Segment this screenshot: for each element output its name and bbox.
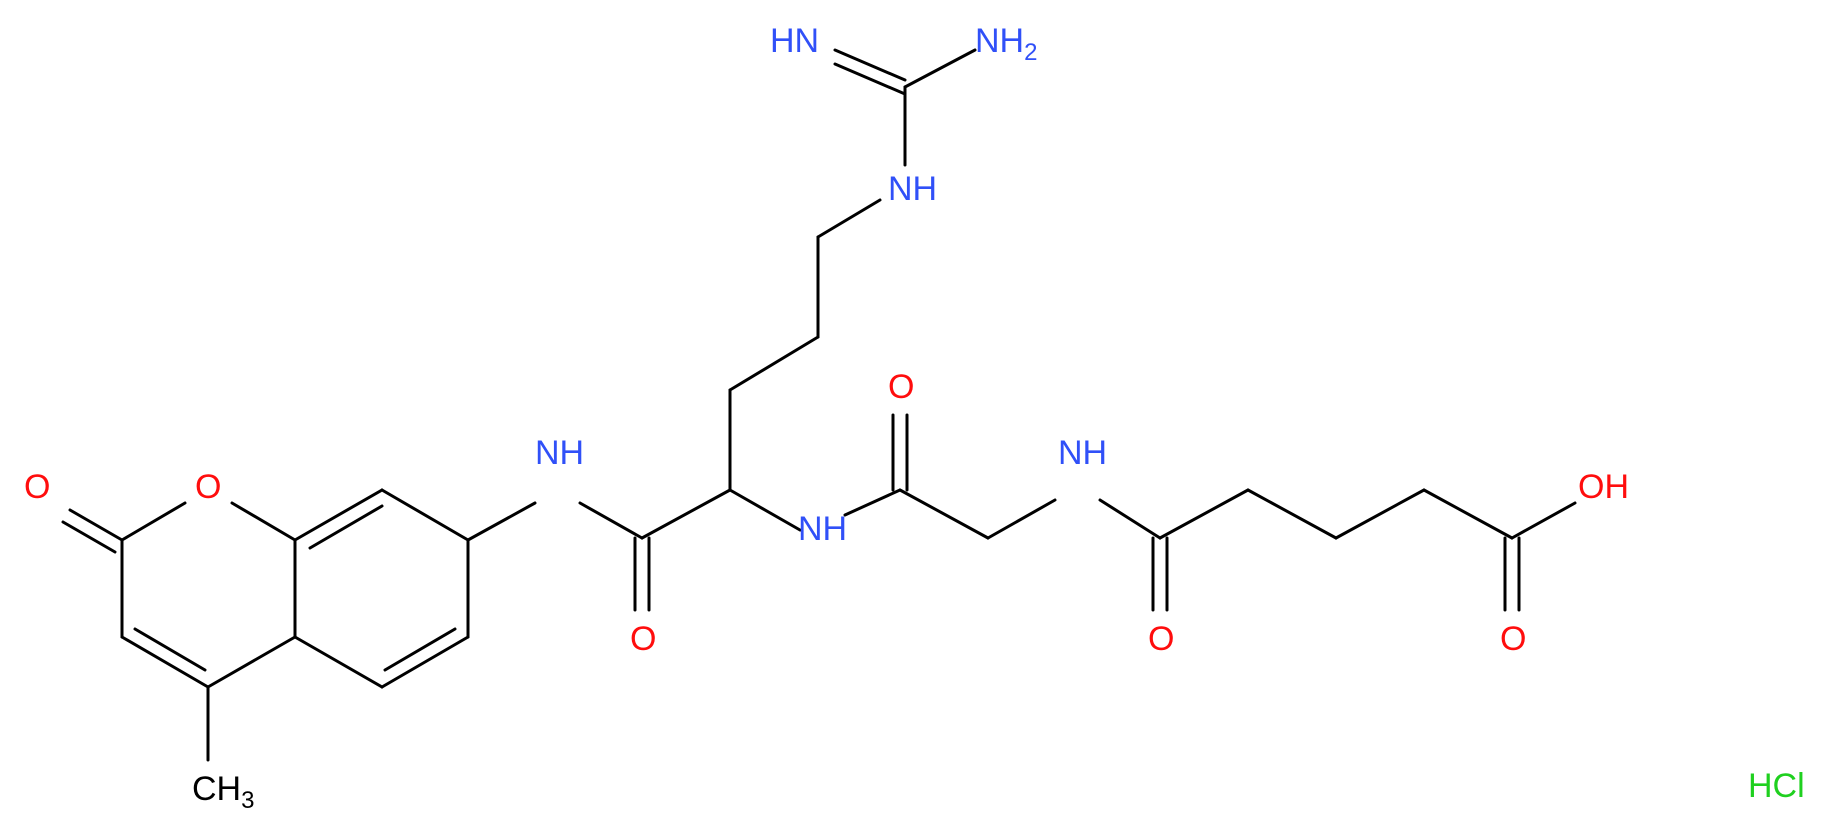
bond-alpha-amide-nh <box>728 488 802 532</box>
bond-benz-2-inner <box>383 627 457 672</box>
label-counterion-hcl: HCl <box>1748 767 1805 805</box>
bond-glut-4 <box>1422 488 1514 540</box>
label-amide-nh-2: NH <box>798 510 847 548</box>
bond-alpha-carbonyl <box>640 488 732 540</box>
label-guanidine-nh: NH <box>888 170 937 208</box>
bond-c-nh2 <box>903 48 977 89</box>
label-amide-o-3: O <box>1148 620 1174 658</box>
label-imine-nh: HN <box>770 22 819 60</box>
label-amide-o-1: O <box>630 620 656 658</box>
label-lactone-carbonyl-o: O <box>24 468 50 506</box>
bond-benz-5 <box>293 488 384 542</box>
bond-glycine-ch2 <box>898 488 990 540</box>
bond-glut-1 <box>1158 488 1250 540</box>
bond-nh-glutaryl <box>1098 498 1162 540</box>
label-acid-oh: OH <box>1578 468 1629 506</box>
label-methyl: CH3 <box>192 770 254 814</box>
bond-benz-6 <box>380 488 470 542</box>
label-amide-nh-3: NH <box>1058 434 1107 472</box>
bond-hn-c-double-a <box>833 48 907 82</box>
bond-glut-3 <box>1334 488 1426 540</box>
bond-chain-2 <box>728 335 820 392</box>
label-ring-oxygen: O <box>195 468 221 506</box>
bond-benz-5-inner <box>308 504 384 550</box>
bond-pyr-5 <box>206 635 297 689</box>
bond-acid-oh <box>1510 501 1577 540</box>
label-anilide-nh: NH <box>535 434 584 472</box>
bond-lactone-o-a <box>68 508 124 542</box>
bond-carbonyl-anilide-nh <box>578 501 644 540</box>
bond-glut-2 <box>1246 488 1338 540</box>
bond-pyr-4 <box>120 635 210 689</box>
label-amine-nh2: NH2 <box>975 22 1037 66</box>
bond-pyr-1 <box>230 501 297 542</box>
bond-ch2-nh <box>986 498 1057 540</box>
bond-lactone-o-b <box>61 520 117 554</box>
bond-nh-ch2 <box>816 198 882 239</box>
label-acid-o: O <box>1500 620 1526 658</box>
bond-hn-c-double-b <box>833 62 907 96</box>
label-amide-o-2: O <box>888 368 914 406</box>
bonds <box>61 48 1577 762</box>
bond-anilide-nh-ring <box>466 501 537 542</box>
bond-pyr-2 <box>120 501 187 542</box>
bond-nh-glycine-carbonyl <box>843 488 902 517</box>
atom-labels: HN NH2 NH O O NH O NH O NH O OH O CH3 HC… <box>24 22 1805 814</box>
bond-benz-3 <box>293 635 384 689</box>
bond-benz-2 <box>380 635 470 689</box>
bond-pyr-4-inner <box>133 627 207 672</box>
